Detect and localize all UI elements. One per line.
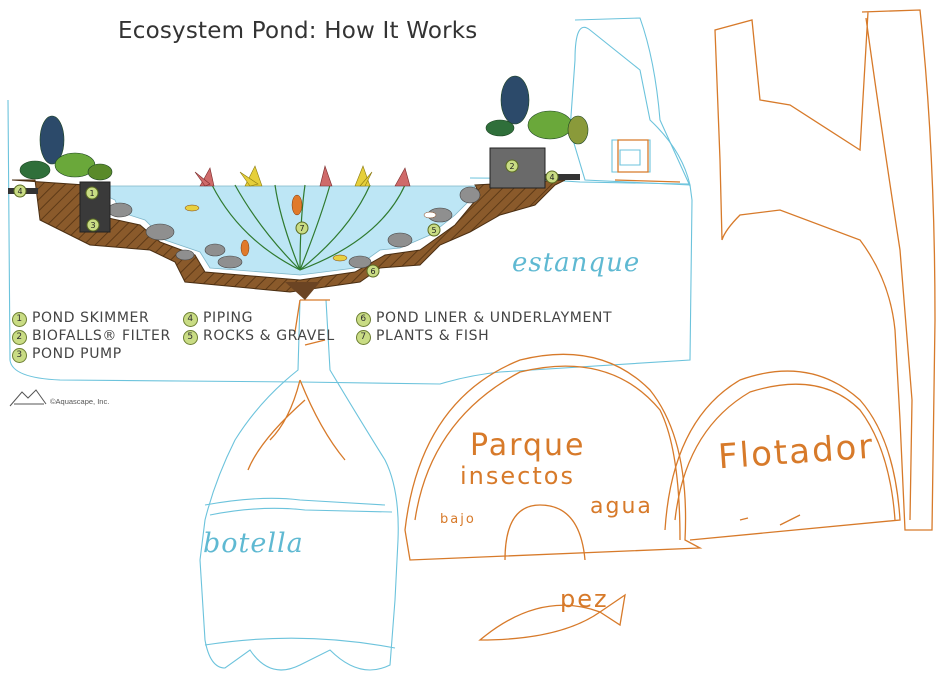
- legend-num: 6: [356, 312, 371, 327]
- marker-4-left: [13, 184, 27, 198]
- orange-arch-right-2: [674, 383, 896, 521]
- pond-cross-section: [8, 75, 589, 300]
- orange-root-2: [614, 139, 681, 183]
- blue-bottle-inner: [204, 497, 386, 506]
- orange-dash-2: [739, 517, 749, 521]
- orange-sketch: [247, 9, 936, 641]
- orange-dash-1: [779, 514, 801, 526]
- diagram-markers: 1 3 4 2 4 5 6 7: [13, 159, 559, 278]
- pond-bottom-outlet: [285, 282, 320, 300]
- legend-label: PIPING: [203, 310, 254, 326]
- blue-bottle-neck: [199, 299, 399, 671]
- legend-label: POND SKIMMER: [32, 310, 150, 326]
- orange-tall-frame-2: [865, 17, 913, 521]
- legend-num: 1: [12, 312, 27, 327]
- pond-water: [84, 185, 476, 276]
- pipe-right: [545, 174, 580, 180]
- marker-7: [295, 221, 309, 235]
- marker-3-label: 3: [90, 221, 95, 230]
- legend-label: POND LINER & UNDERLAYMENT: [376, 310, 613, 326]
- marker-5: [427, 223, 441, 237]
- bank-plants-left: [19, 115, 113, 181]
- orange-arch-left-2: [414, 365, 681, 541]
- marker-1: [85, 186, 99, 200]
- plant-stems: [211, 184, 406, 271]
- legend-num: 7: [356, 330, 371, 345]
- marker-7-label: 7: [299, 224, 304, 233]
- fish: [184, 194, 437, 262]
- legend-item-rocks-gravel: 5 ROCKS & GRAVEL: [183, 328, 335, 345]
- orange-arch-inner: [504, 504, 586, 561]
- annotation-agua: agua: [590, 494, 653, 519]
- legend-label: BIOFALLS® FILTER: [32, 328, 171, 344]
- annotation-botella: botella: [203, 528, 304, 559]
- legend-item-plants-fish: 7 PLANTS & FISH: [356, 328, 489, 345]
- legend-num: 5: [183, 330, 198, 345]
- marker-6: [366, 264, 380, 278]
- legend-num: 4: [183, 312, 198, 327]
- marker-6-label: 6: [370, 267, 375, 276]
- bank-plants-right: [485, 75, 589, 145]
- marker-4-right: [545, 170, 559, 184]
- diagram-title: Ecosystem Pond: How It Works: [118, 18, 478, 44]
- blue-bottle-base: [204, 637, 396, 649]
- annotation-parque: Parque: [470, 428, 586, 463]
- legend-item-pond-liner: 6 POND LINER & UNDERLAYMENT: [356, 310, 612, 327]
- blue-outline-frame-2: [574, 17, 691, 187]
- legend-label: ROCKS & GRAVEL: [203, 328, 335, 344]
- marker-2: [505, 159, 519, 173]
- blue-bottle-inner-2: [209, 507, 393, 516]
- blue-tube: [619, 149, 641, 166]
- rocks: [107, 186, 481, 269]
- legend-num: 2: [12, 330, 27, 345]
- legend-label: PLANTS & FISH: [376, 328, 490, 344]
- legend-item-pond-skimmer: 1 POND SKIMMER: [12, 310, 149, 327]
- marker-4-right-label: 4: [549, 173, 554, 182]
- lily-leaves: [194, 164, 411, 187]
- pond-soil: [11, 179, 566, 293]
- blue-sketch: [7, 17, 693, 671]
- credit-text: ©Aquascape, Inc.: [50, 397, 110, 406]
- orange-tall-frame: [714, 9, 936, 531]
- marker-3: [86, 218, 100, 232]
- marker-4-left-label: 4: [17, 187, 22, 196]
- marker-2-label: 2: [509, 162, 514, 171]
- lily-yellow: [239, 165, 373, 187]
- orange-arch-left: [404, 353, 703, 561]
- annotation-bajo: bajo: [440, 512, 476, 527]
- annotation-pez: pez: [560, 585, 609, 613]
- aquascape-logo: [9, 389, 47, 407]
- orange-fish: [478, 593, 626, 641]
- marker-5-label: 5: [431, 226, 436, 235]
- annotation-estanque: estanque: [512, 248, 641, 278]
- orange-root-1: [247, 379, 346, 471]
- marker-1-label: 1: [89, 189, 94, 198]
- orange-arch-right: [664, 370, 901, 541]
- legend-num: 3: [12, 348, 27, 363]
- annotation-insectos: insectos: [460, 462, 575, 490]
- legend-item-piping: 4 PIPING: [183, 310, 253, 327]
- legend-label: POND PUMP: [32, 346, 122, 362]
- legend-item-biofalls-filter: 2 BIOFALLS® FILTER: [12, 328, 171, 345]
- legend-item-pond-pump: 3 POND PUMP: [12, 346, 122, 363]
